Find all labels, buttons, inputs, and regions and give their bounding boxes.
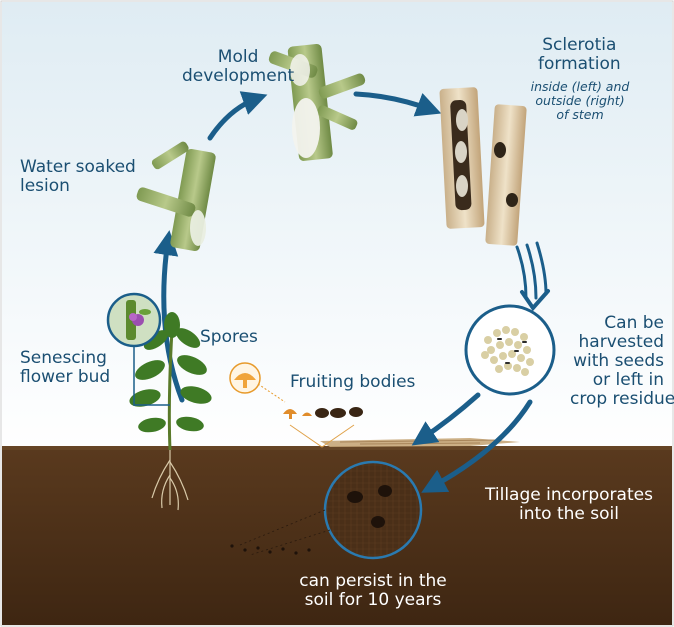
label-sclerotia-note1: inside (left) and <box>521 80 639 94</box>
label-mold-line2: development <box>182 67 294 86</box>
label-mold-development: Mold development <box>182 48 294 86</box>
label-water-soaked-lesion: Water soaked lesion <box>20 158 136 196</box>
label-harvest: Can be harvested with seeds or left in c… <box>570 314 664 409</box>
label-spores: Spores <box>200 328 258 347</box>
label-harvest-line4: or left in <box>570 371 664 390</box>
label-sclerotia-note2: outside (right) <box>521 94 639 108</box>
label-harvest-line5: crop residue <box>570 390 664 409</box>
label-senescing-line2: flower bud <box>20 368 110 387</box>
label-tillage-line1: Tillage incorporates <box>474 486 664 505</box>
label-persist: can persist in the soil for 10 years <box>278 572 468 610</box>
label-sclerotia-line1: Sclerotia <box>538 36 621 55</box>
label-senescing-line1: Senescing <box>20 349 110 368</box>
label-harvest-line1: Can be <box>570 314 664 333</box>
label-persist-line1: can persist in the <box>278 572 468 591</box>
label-harvest-line2: harvested <box>570 333 664 352</box>
label-senescing-flower-bud: Senescing flower bud <box>20 349 110 387</box>
label-tillage-line2: into the soil <box>474 505 664 524</box>
label-sclerotia-note: inside (left) and outside (right) of ste… <box>521 80 639 122</box>
label-harvest-line3: with seeds <box>570 352 664 371</box>
flower-bud-icon <box>108 294 160 346</box>
label-sclerotia-note3: of stem <box>521 108 639 122</box>
label-sclerotia-formation: Sclerotia formation <box>538 36 621 74</box>
seed-circle-icon <box>466 306 554 394</box>
label-mold-line1: Mold <box>182 48 294 67</box>
label-tillage: Tillage incorporates into the soil <box>474 486 664 524</box>
label-water-line2: lesion <box>20 177 136 196</box>
label-fruiting-bodies: Fruiting bodies <box>290 373 415 392</box>
label-water-line1: Water soaked <box>20 158 136 177</box>
label-persist-line2: soil for 10 years <box>278 591 468 610</box>
label-sclerotia-line2: formation <box>538 55 621 74</box>
